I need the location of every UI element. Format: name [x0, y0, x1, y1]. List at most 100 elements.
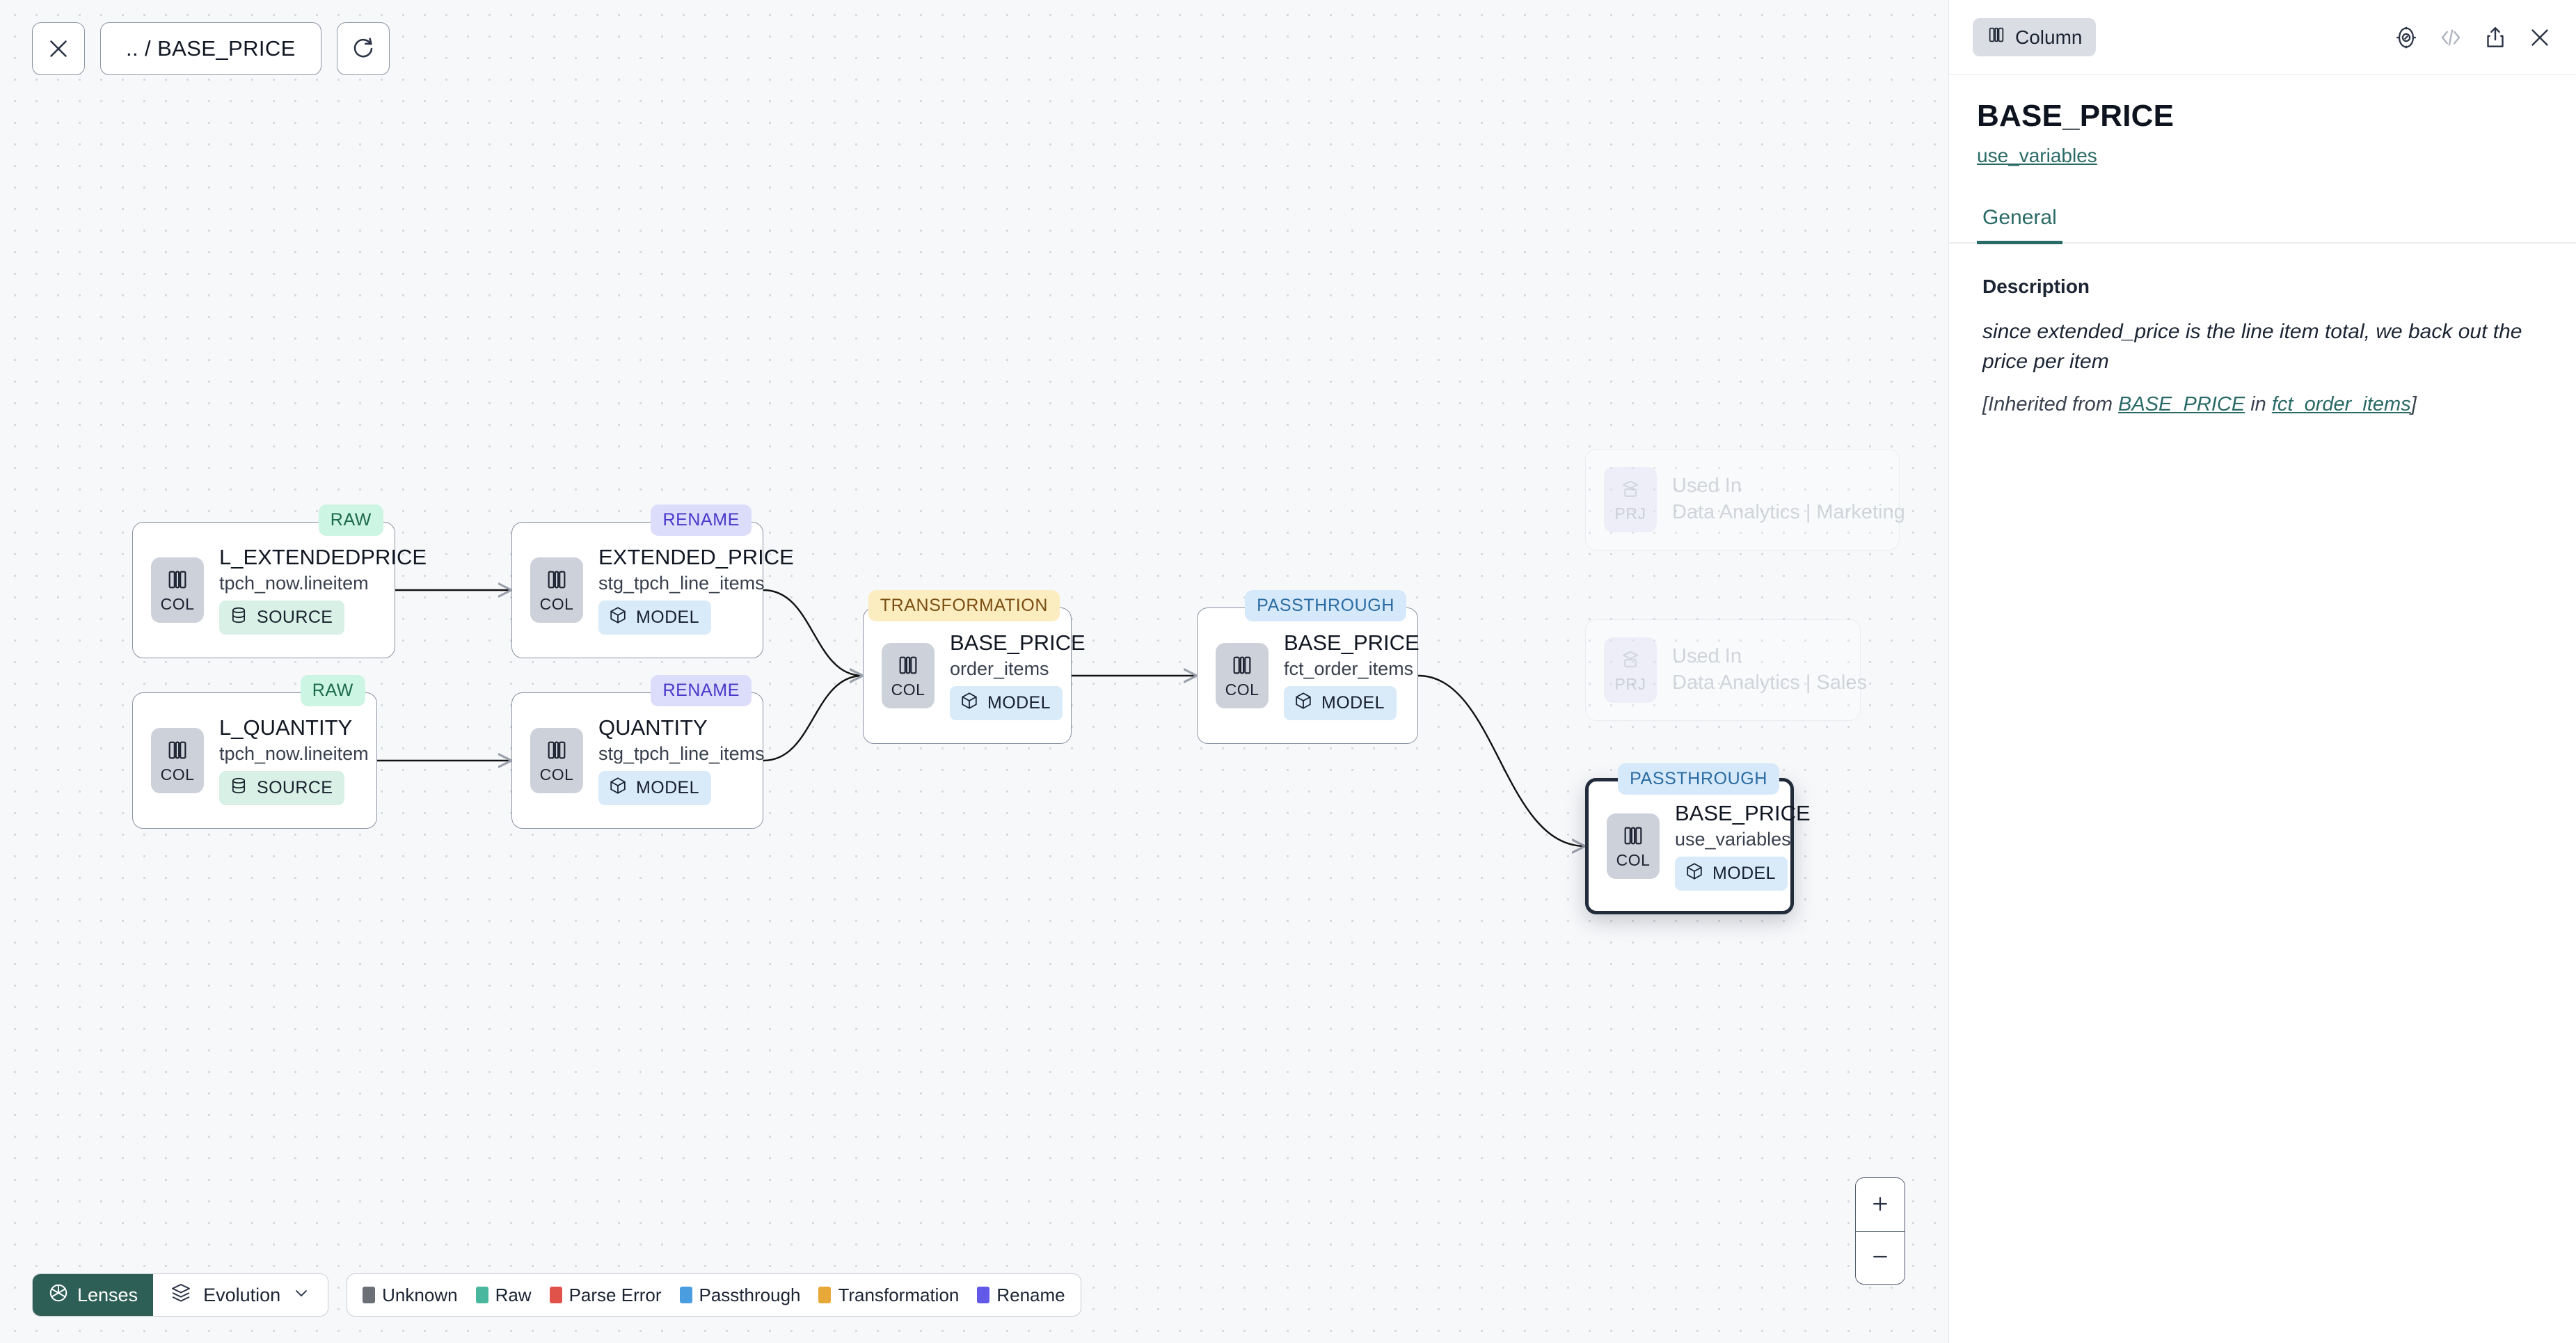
project-icon — [1619, 648, 1642, 675]
code-icon[interactable] — [2438, 25, 2463, 50]
lineage-node-badge: PASSTHROUGH — [1245, 590, 1406, 621]
node-type-label: COL — [160, 595, 195, 613]
node-type-chip: COL — [882, 643, 935, 708]
canvas-toolbar: .. / BASE_PRICE — [32, 22, 390, 75]
parent-model-link[interactable]: use_variables — [1977, 145, 2097, 166]
legend-item[interactable]: Transformation — [818, 1285, 959, 1306]
node-type-label: COL — [1616, 851, 1651, 869]
node-title: L_EXTENDEDPRICE — [219, 544, 427, 569]
database-icon — [229, 605, 248, 630]
lineage-node-badge: RAW — [318, 504, 383, 536]
lineage-node-badge: RAW — [300, 675, 365, 706]
column-icon — [545, 568, 569, 595]
tab-general[interactable]: General — [1977, 206, 2062, 244]
node-kind-badge: MODEL — [1284, 686, 1397, 721]
legend-item[interactable]: Rename — [977, 1285, 1065, 1306]
column-icon — [545, 738, 569, 765]
legend-item[interactable]: Unknown — [363, 1284, 458, 1306]
cube-icon — [1294, 691, 1313, 715]
node-subtitle: stg_tpch_line_items — [598, 742, 765, 764]
panel-tabs: General — [1949, 206, 2576, 244]
zoom-controls — [1855, 1177, 1905, 1285]
node-type-chip: COL — [1216, 643, 1269, 708]
details-panel: Column — [1948, 0, 2576, 1343]
node-type-chip: COL — [530, 557, 583, 623]
node-subtitle: Data Analytics | Sales — [1672, 672, 1867, 694]
compass-icon[interactable] — [2394, 25, 2419, 50]
node-kind-badge: MODEL — [1675, 857, 1788, 891]
panel-identity: BASE_PRICE use_variables — [1949, 75, 2576, 167]
node-title: L_QUANTITY — [219, 715, 353, 740]
breadcrumb-button[interactable]: .. / BASE_PRICE — [100, 22, 321, 75]
legend-swatch — [679, 1287, 692, 1303]
evolution-dropdown[interactable]: Evolution — [153, 1274, 328, 1316]
node-kind-badge: MODEL — [950, 686, 1063, 721]
legend-label: Parse Error — [569, 1284, 662, 1305]
cube-icon — [608, 605, 628, 630]
share-icon[interactable] — [2483, 25, 2508, 50]
node-type-chip: COL — [1607, 813, 1660, 879]
breadcrumb: .. / BASE_PRICE — [126, 36, 296, 61]
node-type-label: COL — [891, 681, 925, 699]
legend-item[interactable]: Passthrough — [679, 1285, 800, 1306]
node-subtitle: Data Analytics | Marketing — [1672, 501, 1905, 523]
node-title: EXTENDED_PRICE — [598, 544, 794, 569]
inherited-prefix: [Inherited from — [1982, 393, 2119, 416]
node-kind-label: MODEL — [1321, 693, 1385, 713]
close-panel-icon[interactable] — [2527, 25, 2552, 50]
legend-swatch — [363, 1287, 376, 1303]
close-graph-button[interactable] — [32, 22, 85, 75]
node-kind-label: SOURCE — [257, 607, 333, 628]
node-kind-label: MODEL — [987, 693, 1051, 713]
inherited-middle: in — [2245, 393, 2272, 416]
zoom-out-button[interactable] — [1856, 1231, 1905, 1284]
inherited-model-link[interactable]: fct_order_items — [2271, 393, 2411, 416]
legend-item[interactable]: Parse Error — [549, 1284, 662, 1306]
legend-swatch — [977, 1287, 990, 1303]
node-subtitle: fct_order_items — [1284, 658, 1414, 679]
description-inherited: [Inherited from BASE_PRICE in fct_order_… — [1982, 393, 2543, 416]
node-kind-badge: SOURCE — [219, 771, 345, 806]
lenses-button[interactable]: Lenses — [33, 1274, 154, 1316]
lenses-label: Lenses — [77, 1284, 138, 1305]
node-title: QUANTITY — [598, 715, 708, 740]
inherited-suffix: ] — [2410, 393, 2417, 416]
legend-label: Transformation — [838, 1284, 960, 1305]
entity-type-badge[interactable]: Column — [1973, 18, 2097, 56]
node-type-chip: PRJ — [1604, 467, 1657, 532]
legend-label: Unknown — [382, 1284, 458, 1305]
project-icon — [1619, 477, 1642, 504]
node-type-label: COL — [539, 765, 574, 784]
node-type-label: COL — [539, 595, 574, 613]
legend-item[interactable]: Raw — [475, 1285, 532, 1306]
lineage-node-badge: RENAME — [651, 504, 752, 536]
inherited-column-link[interactable]: BASE_PRICE — [2118, 393, 2245, 416]
refresh-icon — [351, 36, 376, 61]
refresh-button[interactable] — [336, 22, 390, 75]
lineage-node-badge: TRANSFORMATION — [868, 590, 1060, 621]
node-title: Used In — [1672, 645, 1742, 668]
column-icon — [166, 738, 189, 765]
node-kind-label: MODEL — [636, 607, 699, 628]
legend-swatch — [475, 1287, 488, 1303]
zoom-in-button[interactable] — [1856, 1178, 1905, 1231]
layers-icon — [170, 1282, 192, 1309]
entity-type-label: Column — [2015, 26, 2083, 48]
